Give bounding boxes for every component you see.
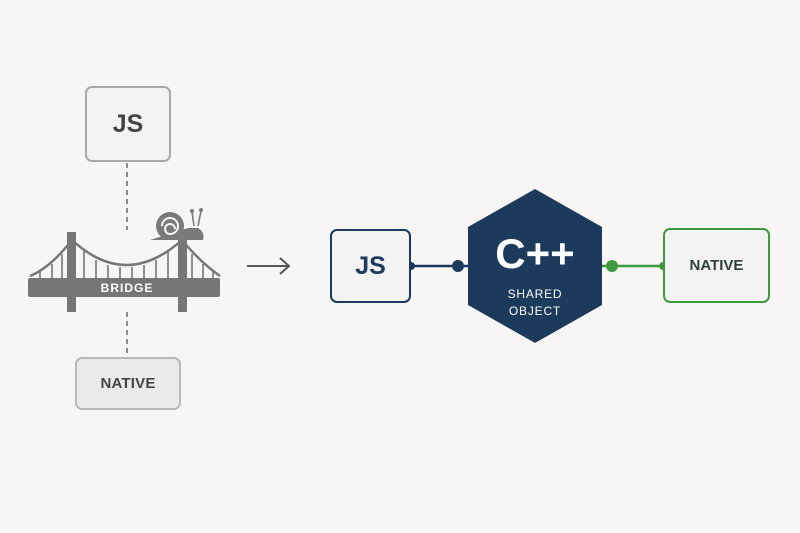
jsi-native-label: NATIVE [689, 257, 744, 274]
shared-object-label: SHARED OBJECT [468, 286, 602, 320]
suspension-bridge-icon [28, 232, 221, 312]
js-to-cpp-connector [407, 260, 470, 272]
bridge-label: BRIDGE [100, 281, 154, 295]
shared-label-line2: OBJECT [508, 304, 562, 318]
shared-label-line1: SHARED [507, 287, 563, 301]
legacy-js-box: JS [85, 86, 171, 162]
arrow-right-icon [247, 257, 291, 275]
jsi-native-box: NATIVE [663, 228, 770, 303]
cpp-hexagon [468, 189, 602, 343]
cpp-to-native-connector [600, 260, 667, 272]
snail-icon [150, 208, 204, 240]
legacy-native-label: NATIVE [100, 375, 156, 392]
cpp-label: C++ [495, 230, 575, 277]
jsi-js-box: JS [330, 229, 411, 303]
legacy-js-label: JS [112, 109, 144, 138]
legacy-native-box: NATIVE [75, 357, 181, 410]
jsi-js-label: JS [355, 251, 386, 280]
